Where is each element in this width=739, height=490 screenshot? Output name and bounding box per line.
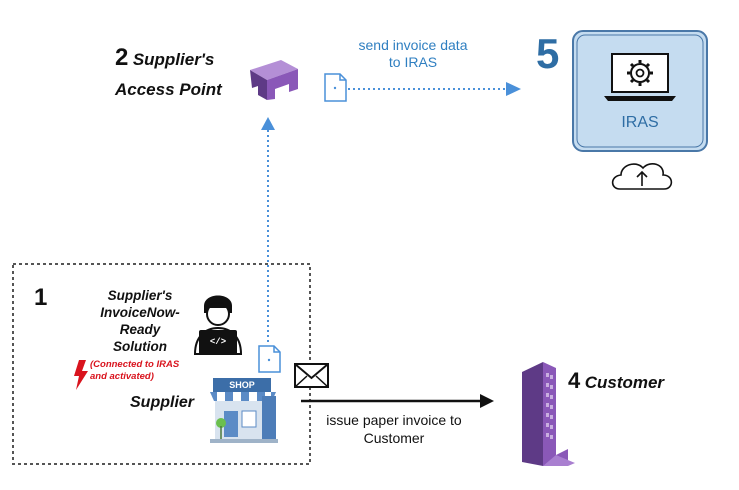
solution-line3: Ready bbox=[119, 322, 161, 337]
send-invoice-label: send invoice data to IRAS bbox=[340, 37, 486, 71]
send-invoice-line2: to IRAS bbox=[388, 54, 438, 70]
connected-note-line1: (Connected to IRAS bbox=[90, 359, 180, 370]
solution-line4: Solution bbox=[113, 339, 167, 354]
customer-building-icon bbox=[522, 362, 575, 466]
step2-number: 2 bbox=[115, 44, 129, 71]
issue-invoice-label: issue paper invoice to Customer bbox=[314, 411, 474, 447]
step4-label: 4 Customer bbox=[568, 368, 664, 394]
solution-line2: InvoiceNow- bbox=[100, 305, 180, 320]
shop-icon bbox=[210, 378, 278, 443]
code-glyph: </> bbox=[209, 337, 227, 347]
issue-invoice-line2: Customer bbox=[363, 430, 425, 446]
horizontal-dotted-arrow bbox=[348, 82, 521, 96]
document-icon-bottom bbox=[258, 345, 281, 373]
connected-note: (Connected to IRAS and activated) bbox=[90, 359, 200, 383]
vertical-dotted-arrow bbox=[261, 117, 275, 342]
issue-invoice-line1: issue paper invoice to bbox=[326, 412, 462, 428]
supplier-label: Supplier bbox=[130, 394, 195, 411]
document-icon-top bbox=[324, 73, 347, 102]
step5-number: 5 bbox=[536, 30, 560, 77]
step2-title-line1: Supplier's bbox=[132, 50, 215, 69]
cloud-upload-icon bbox=[611, 163, 673, 190]
access-point-icon bbox=[250, 60, 298, 100]
step1-number: 1 bbox=[34, 284, 48, 311]
step4-title: Customer bbox=[584, 373, 665, 392]
shop-sign: SHOP bbox=[229, 380, 255, 390]
issue-invoice-arrow bbox=[301, 394, 494, 408]
solution-label: Supplier's InvoiceNow- Ready Solution bbox=[85, 287, 195, 355]
laptop-gear-icon bbox=[604, 53, 676, 101]
step4-number: 4 bbox=[568, 368, 581, 393]
iras-label: IRAS bbox=[621, 114, 659, 131]
envelope-icon bbox=[294, 363, 329, 388]
solution-line1: Supplier's bbox=[107, 288, 173, 303]
send-invoice-line1: send invoice data bbox=[358, 37, 468, 53]
developer-icon bbox=[193, 295, 243, 355]
step2-label: 2 Supplier's bbox=[115, 44, 235, 72]
step2-title-line2: Access Point bbox=[115, 80, 222, 99]
lightning-icon bbox=[74, 360, 88, 390]
connected-note-line2: and activated) bbox=[90, 371, 154, 382]
